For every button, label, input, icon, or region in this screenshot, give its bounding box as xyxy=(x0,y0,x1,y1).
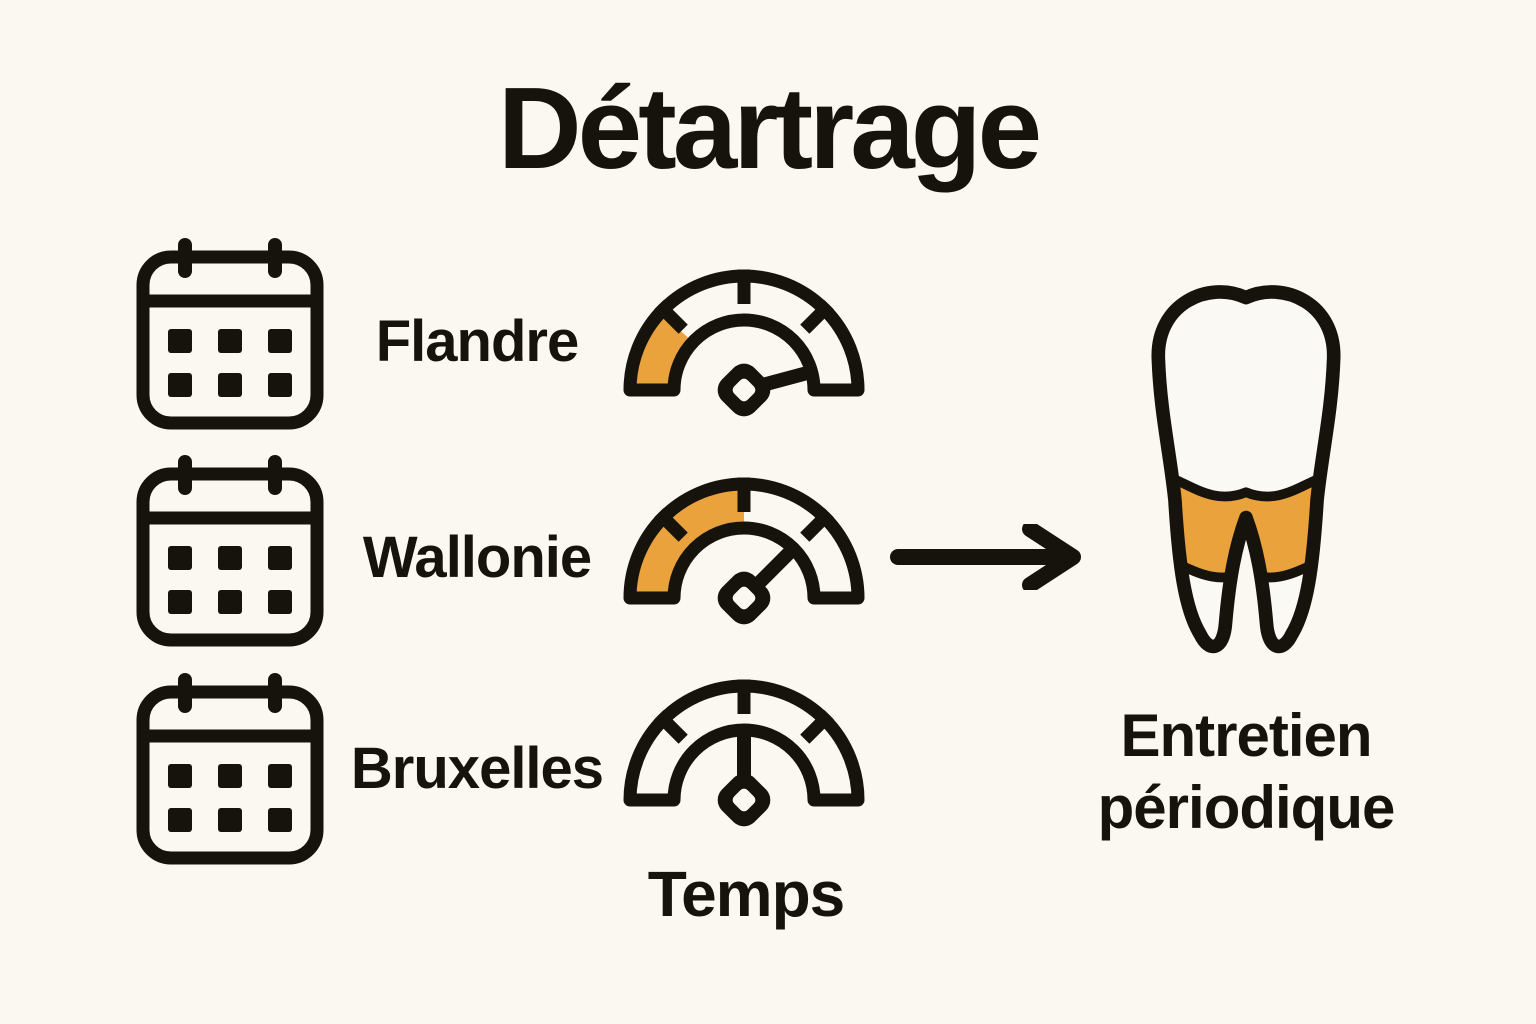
calendar-icon xyxy=(136,238,324,430)
gauge-tick xyxy=(654,300,688,334)
region-label-wallonie: Wallonie xyxy=(362,525,592,590)
gauge-icon-bruxelles xyxy=(623,679,865,827)
gauge-knob-hole xyxy=(732,378,756,402)
calendar-icon xyxy=(136,455,324,647)
gauge-knob-hole xyxy=(732,788,756,812)
gauge-tick xyxy=(800,300,834,334)
tooth-outline xyxy=(1151,285,1341,654)
gauge-knob-hole xyxy=(732,586,756,610)
gauge-tick xyxy=(800,508,834,542)
gauge-band xyxy=(623,269,865,397)
gauge-band xyxy=(623,679,865,807)
region-label-bruxelles: Bruxelles xyxy=(350,736,604,801)
calendar-icon xyxy=(136,673,324,865)
page-title: Détartrage xyxy=(497,63,1042,193)
gauge-band xyxy=(623,477,865,605)
gauge-tick xyxy=(654,508,688,542)
tooth-with-tartar-icon xyxy=(1151,285,1341,654)
gauge-axis-label: Temps xyxy=(647,858,846,930)
gauge-fill xyxy=(630,484,744,598)
gauge-icon-wallonie xyxy=(623,477,865,625)
right-arrow-icon xyxy=(890,524,1081,590)
gauge-icon-flandre xyxy=(623,269,865,417)
gauge-tick xyxy=(800,710,834,744)
outcome-label: Entretien périodique xyxy=(1097,702,1396,841)
gauge-tick xyxy=(654,710,688,744)
region-label-flandre: Flandre xyxy=(375,309,580,374)
